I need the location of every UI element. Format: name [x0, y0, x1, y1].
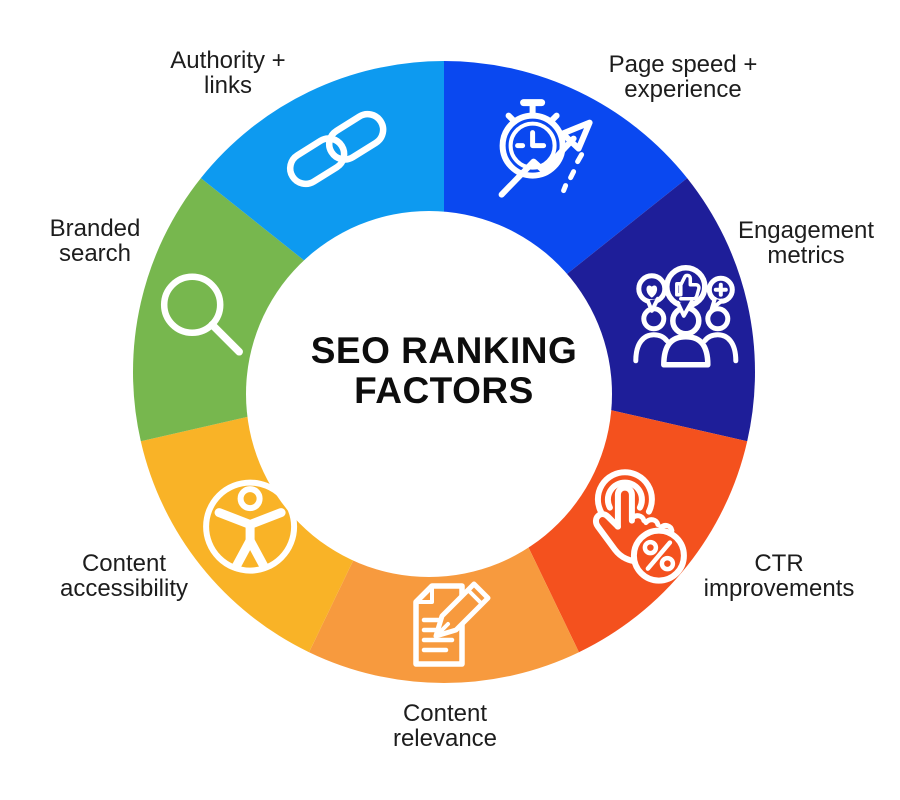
page-title: SEO RANKING FACTORS	[311, 331, 578, 411]
label-content-accessibility-line2: accessibility	[59, 575, 189, 602]
click-percent-icon	[592, 469, 687, 584]
label-page-speed-experience-line2: experience	[624, 76, 742, 103]
label-authority-links-line2: links	[203, 72, 252, 99]
donut-hole	[246, 211, 612, 577]
chain-link-icon	[286, 110, 387, 188]
stopwatch-growth-icon	[498, 99, 593, 198]
label-content-relevance-line1: Content	[402, 700, 488, 727]
label-branded-search-line1: Branded	[49, 215, 141, 242]
page-title-line2: FACTORS	[354, 370, 534, 411]
engagement-people-icon	[633, 265, 739, 368]
label-authority-links: Authority +links	[170, 48, 285, 98]
page-title-line1: SEO RANKING	[310, 330, 578, 371]
label-content-relevance-line2: relevance	[392, 725, 498, 752]
document-pencil-icon	[413, 581, 491, 667]
label-branded-search-line2: search	[58, 240, 132, 267]
label-ctr-improvements-line2: improvements	[703, 575, 855, 602]
label-engagement-metrics-line2: metrics	[767, 242, 845, 269]
label-content-accessibility-line1: Content	[81, 550, 167, 577]
label-ctr-improvements-line1: CTR	[754, 550, 804, 577]
label-page-speed-experience-line1: Page speed +	[608, 51, 758, 78]
label-engagement-metrics-line1: Engagement	[737, 217, 875, 244]
label-authority-links-line1: Authority +	[170, 47, 286, 74]
search-icon	[160, 273, 243, 356]
label-page-speed-experience: Page speed +experience	[609, 52, 758, 102]
accessibility-icon	[203, 479, 298, 574]
